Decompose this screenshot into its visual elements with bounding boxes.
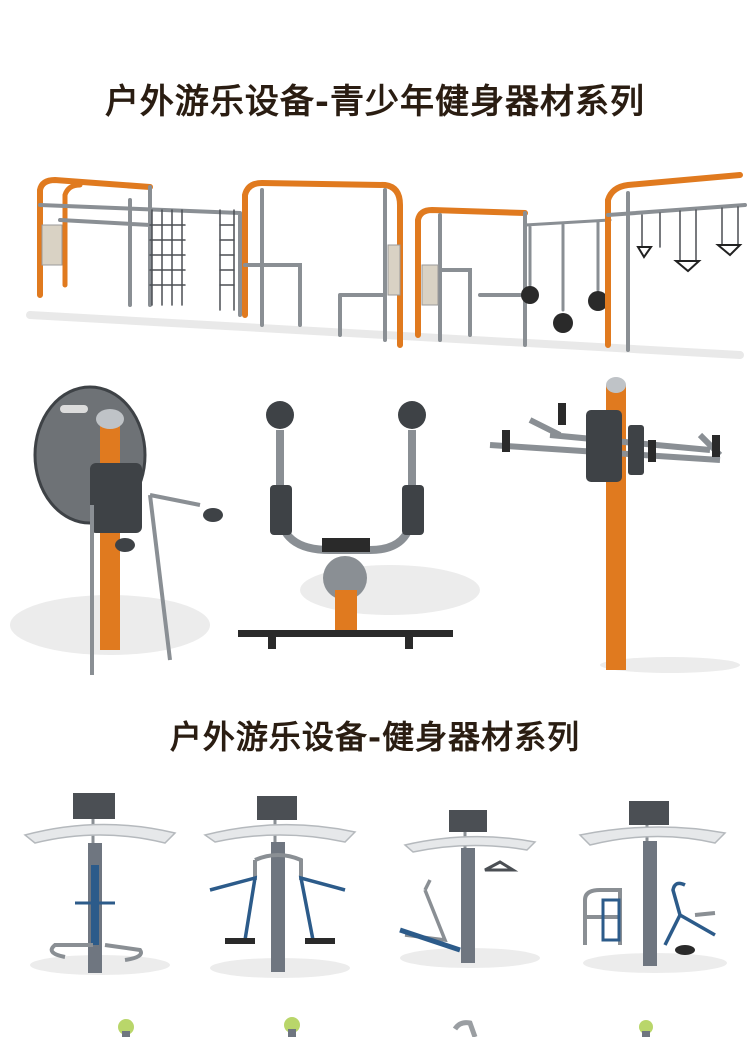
youth-pull-up-post-image [489,377,740,673]
fitness-machine-2-image [203,796,357,978]
section-title-fitness: 户外游乐设备-健身器材系列 [169,718,581,756]
youth-climbing-rig-image [26,172,747,359]
fitness-machines-next-row-partial-image [118,1017,653,1037]
fitness-machine-3-image [399,810,540,968]
fitness-machine-1-image [23,793,177,975]
youth-seated-twister-image [238,401,480,649]
section-title-youth: 户外游乐设备-青少年健身器材系列 [104,82,646,122]
youth-wheel-machine-image [10,385,223,675]
fitness-machine-4-image [578,801,727,973]
